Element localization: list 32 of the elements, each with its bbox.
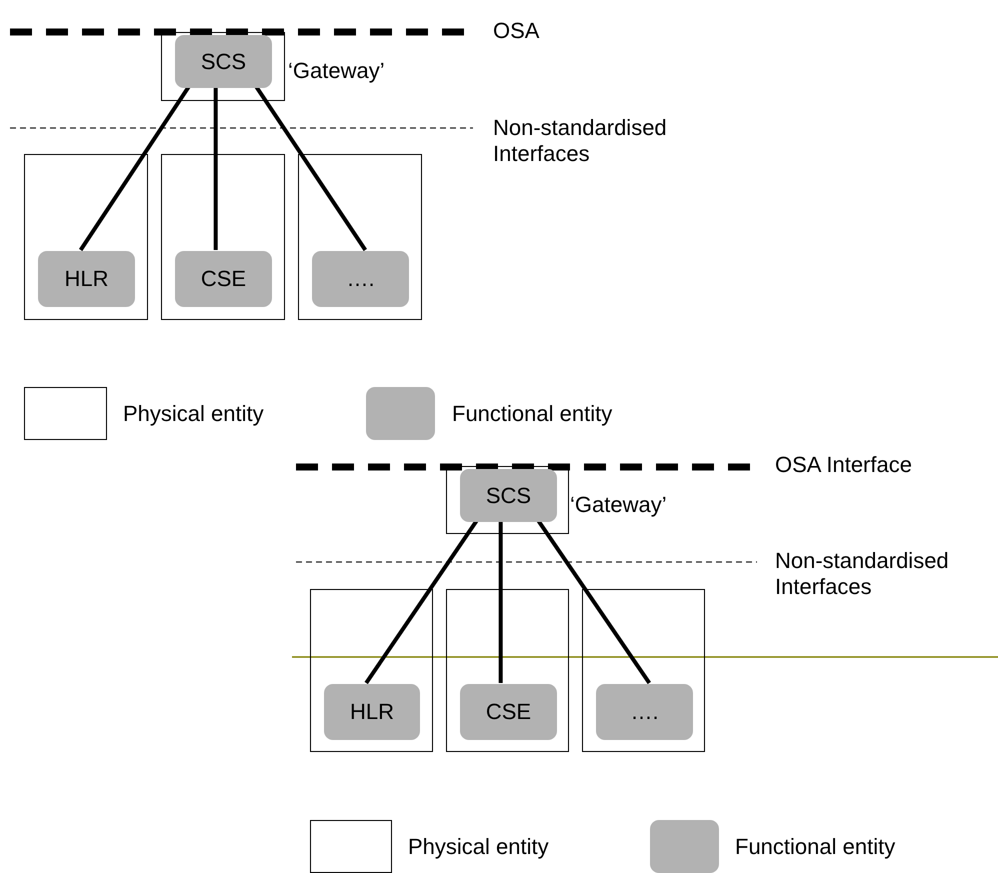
interface-label: Non-standardised Interfaces [775, 548, 950, 600]
interface-label: Non-standardised Interfaces [493, 115, 668, 167]
physical-entity-box [298, 154, 422, 320]
physical-entity-box [582, 589, 705, 752]
functional-entity-box: SCS [460, 469, 557, 522]
connector-line [78, 86, 190, 252]
physical-entity-box [446, 466, 569, 534]
physical-entity-box [24, 154, 148, 320]
legend-label: Functional entity [452, 400, 612, 426]
connector-line [498, 521, 503, 683]
interface-label: OSA [493, 18, 540, 44]
physical-entity-box [161, 32, 285, 101]
physical-entity-box [161, 154, 285, 320]
connector-line [536, 520, 651, 684]
connector-line [214, 87, 218, 250]
connector-line [364, 520, 478, 684]
physical-entity-box [446, 589, 569, 752]
functional-entity-box: HLR [38, 251, 135, 307]
entity-caption: ‘Gateway’ [288, 58, 385, 84]
functional-entity-box: CSE [460, 684, 557, 740]
legend-label: Functional entity [735, 834, 896, 860]
functional-entity-box: …. [312, 251, 409, 307]
physical-entity-box [310, 589, 433, 752]
entity-caption: ‘Gateway’ [570, 492, 667, 518]
functional-entity-box: SCS [175, 35, 272, 88]
legend-label: Physical entity [123, 400, 264, 426]
interface-label: OSA Interface [775, 452, 912, 478]
functional-entity-box: …. [596, 684, 693, 740]
functional-entity-box: HLR [324, 684, 420, 740]
legend-label: Physical entity [408, 834, 549, 860]
functional-entity-box: CSE [175, 251, 272, 307]
connector-line [254, 86, 367, 252]
